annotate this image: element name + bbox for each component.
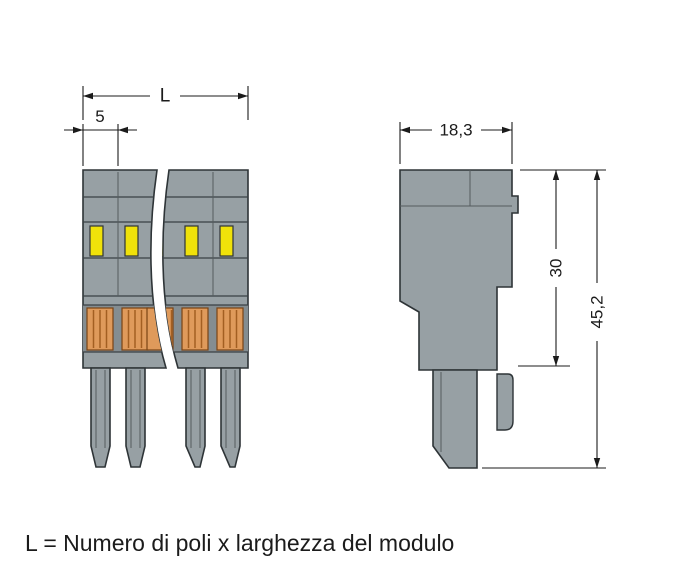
caption: L = Numero di poli x larghezza del modul… xyxy=(25,530,454,556)
pin-leg-facets xyxy=(95,370,236,448)
side-pin xyxy=(432,369,478,469)
front-right-section-lines xyxy=(162,196,248,353)
side-internal-lines xyxy=(400,170,512,452)
pin-leg xyxy=(125,367,146,468)
front-view xyxy=(82,169,249,468)
pin-leg xyxy=(185,367,206,468)
pin-leg xyxy=(90,367,111,468)
dimension-45-2: 45,2 xyxy=(482,170,607,469)
side-latch xyxy=(496,373,514,431)
dim-label-45-2: 45,2 xyxy=(588,295,607,328)
dimension-18-3: 18,3 xyxy=(399,121,513,164)
dim-label-L: L xyxy=(160,86,171,107)
dim-label-30: 30 xyxy=(547,259,566,278)
front-pin-legs xyxy=(90,367,241,468)
side-housing xyxy=(399,169,519,371)
dimension-5: 5 xyxy=(64,107,137,166)
dim-label-5: 5 xyxy=(95,107,104,126)
dimension-L: L xyxy=(82,86,249,120)
contact-hatching xyxy=(92,310,143,348)
locking-lever xyxy=(89,225,139,257)
dim-label-18-3: 18,3 xyxy=(439,121,472,140)
dimension-30: 30 xyxy=(518,169,606,367)
pin-leg xyxy=(220,367,241,468)
side-view xyxy=(399,169,519,469)
